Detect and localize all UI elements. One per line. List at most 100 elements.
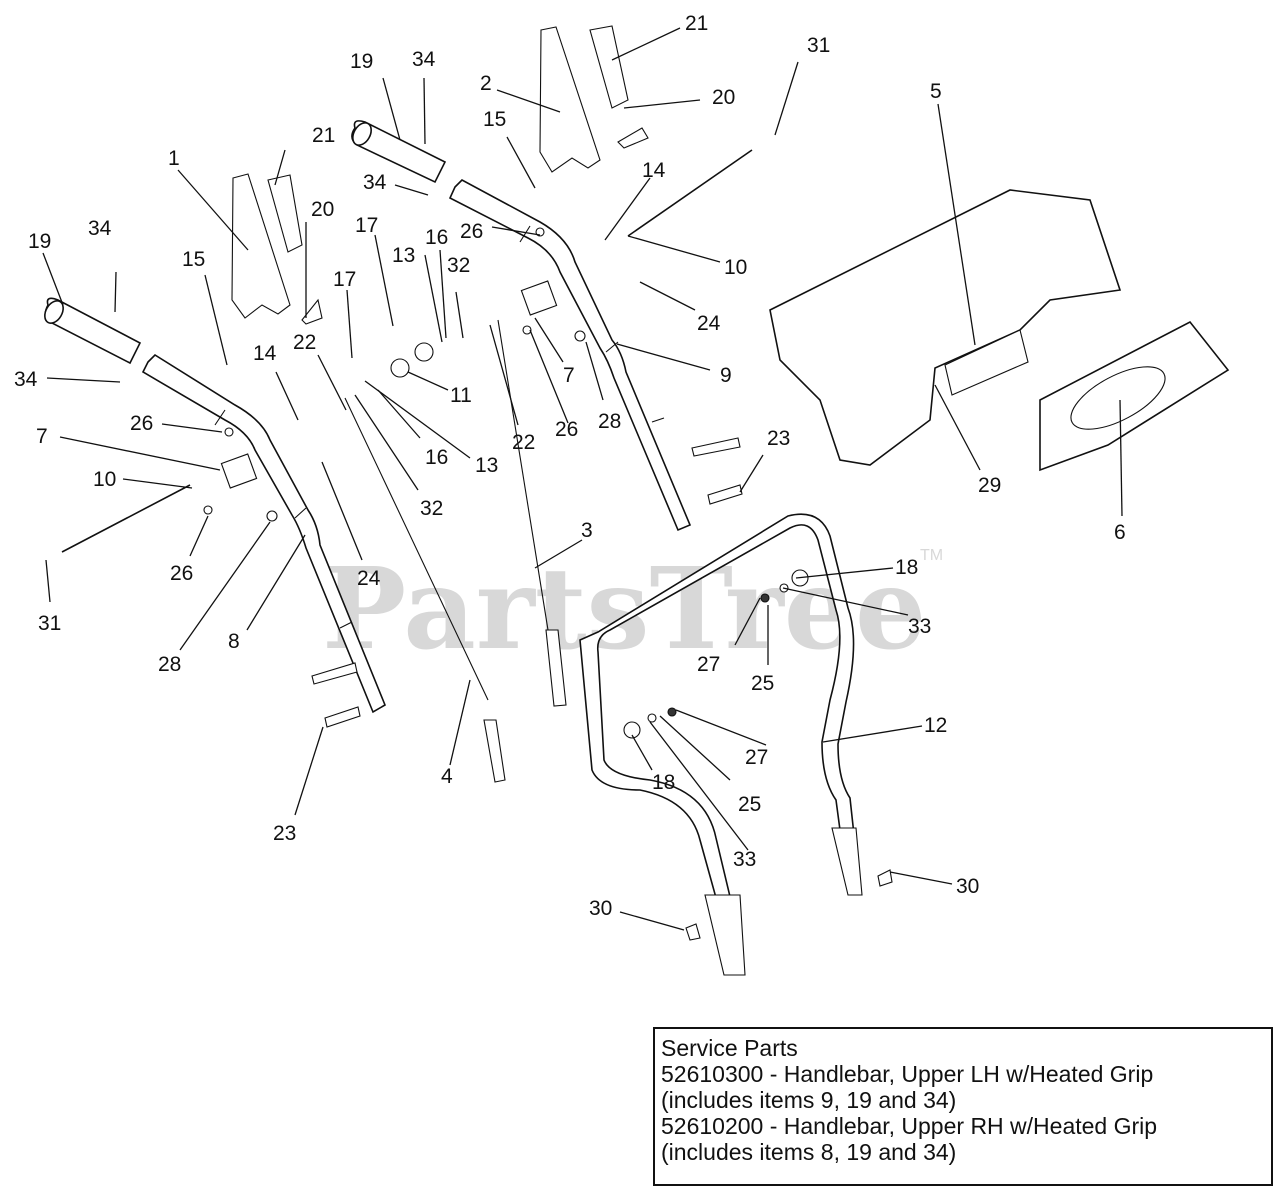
lower-handlebar	[579, 513, 861, 906]
callout-32-upper: 32	[447, 254, 470, 277]
callout-26-left: 26	[130, 412, 153, 435]
left-cable	[344, 397, 489, 701]
callout-30-left: 30	[589, 897, 612, 920]
callout-22-left: 22	[293, 331, 316, 354]
callout-20-right: 20	[712, 86, 735, 109]
service-part-line-1: 52610300 - Handlebar, Upper LH w/Heated …	[661, 1061, 1154, 1087]
callout-19-left: 19	[28, 230, 51, 253]
callout-1: 1	[168, 147, 180, 170]
callout-23-left: 23	[273, 822, 296, 845]
right-latch	[520, 280, 558, 316]
callout-21-right: 21	[685, 12, 708, 35]
washer-28	[574, 330, 586, 342]
callout-34-right-lower: 34	[363, 171, 387, 194]
callout-27-upper: 27	[697, 653, 720, 676]
bolt-23	[324, 706, 361, 728]
callout-4: 4	[441, 765, 453, 788]
callout-16-upper: 16	[425, 226, 448, 249]
callout-26-lower: 26	[170, 562, 193, 585]
callout-15-left: 15	[182, 248, 205, 271]
nut-26	[535, 227, 545, 237]
handlebar-seam	[519, 225, 531, 243]
service-part-line-4: (includes items 8, 19 and 34)	[661, 1139, 957, 1165]
right-bracket	[539, 26, 601, 173]
callout-13-upper: 13	[392, 244, 415, 267]
callout-14-right: 14	[642, 159, 666, 182]
callout-28-right: 28	[598, 410, 621, 433]
service-part-line-2: (includes items 9, 19 and 34)	[661, 1087, 957, 1113]
callout-26-upper: 26	[460, 220, 483, 243]
right-clip	[617, 127, 649, 149]
nut-27	[760, 593, 770, 603]
service-parts-box: Service Parts 52610300 - Handlebar, Uppe…	[653, 1027, 1273, 1186]
left-bracket	[231, 173, 291, 319]
callout-6: 6	[1114, 521, 1126, 544]
bolt-23	[311, 662, 358, 685]
washer-33	[647, 713, 657, 723]
callout-25-lower: 25	[738, 793, 761, 816]
lower-handlebar-right-foot	[831, 827, 863, 896]
dash-panel	[769, 189, 1122, 466]
callout-20-left: 20	[311, 198, 334, 221]
callout-19-right: 19	[350, 50, 373, 73]
bolt-30	[877, 869, 893, 887]
service-parts-heading: Service Parts	[661, 1035, 798, 1061]
handlebar-seam	[651, 417, 665, 423]
callout-16-lower: 16	[425, 446, 448, 469]
leader-lines	[42, 27, 1123, 931]
callout-34-left-upper: 34	[88, 217, 112, 240]
callout-21-left: 21	[312, 124, 335, 147]
callout-12: 12	[924, 714, 947, 737]
callout-17-lower: 17	[333, 268, 356, 291]
callout-5: 5	[930, 80, 942, 103]
pivot-11a	[390, 358, 410, 378]
grip-end	[352, 122, 372, 146]
callout-25-upper: 25	[751, 672, 774, 695]
handlebar-seam	[339, 621, 353, 629]
callout-18-left: 18	[652, 771, 675, 794]
callout-13-lower: 13	[475, 454, 498, 477]
bolt-30	[685, 923, 701, 941]
callout-31-left: 31	[38, 612, 61, 635]
nut-26	[203, 505, 213, 515]
callout-7-right: 7	[563, 364, 575, 387]
lower-handlebar-left-foot	[704, 894, 746, 976]
callout-10-right: 10	[724, 256, 747, 279]
dash-bracket	[944, 329, 1029, 396]
pivot-11b	[414, 342, 434, 362]
bolt-23	[691, 437, 741, 457]
callout-24-left: 24	[357, 567, 381, 590]
callout-30-right: 30	[956, 875, 979, 898]
callout-11: 11	[450, 384, 472, 407]
callout-34-right-upper: 34	[412, 48, 436, 71]
callout-32-lower: 32	[420, 497, 443, 520]
callout-23-right: 23	[767, 427, 790, 450]
callout-22-right: 22	[512, 431, 535, 454]
right-control-rod	[627, 149, 753, 237]
callout-27-lower: 27	[745, 746, 768, 769]
grip-end	[44, 300, 64, 324]
watermark-trademark: TM	[920, 547, 943, 564]
callout-26-right: 26	[555, 418, 578, 441]
right-upper-handlebar	[448, 179, 692, 532]
right-cable-spring	[545, 629, 567, 707]
handlebar-seam	[214, 409, 226, 426]
callout-labels: 1 2 3 4 5 6 7 7 8 9 10 10 11 12 13 13 14…	[14, 12, 1126, 920]
handlebar-seam	[605, 341, 619, 353]
callout-31-right: 31	[807, 34, 830, 57]
callout-8: 8	[228, 630, 240, 653]
callout-14-left: 14	[253, 342, 277, 365]
callout-33-right: 33	[908, 615, 931, 638]
callout-3: 3	[581, 519, 593, 542]
left-latch	[220, 453, 258, 489]
handlebar-seam	[294, 507, 307, 519]
right-cable	[497, 319, 549, 631]
spacer-18	[623, 721, 641, 739]
callout-18-right: 18	[895, 556, 918, 579]
nut-27	[667, 707, 677, 717]
logo-oval	[1070, 366, 1166, 430]
washer-28	[266, 510, 278, 522]
callout-9: 9	[720, 364, 732, 387]
callout-28-left: 28	[158, 653, 181, 676]
